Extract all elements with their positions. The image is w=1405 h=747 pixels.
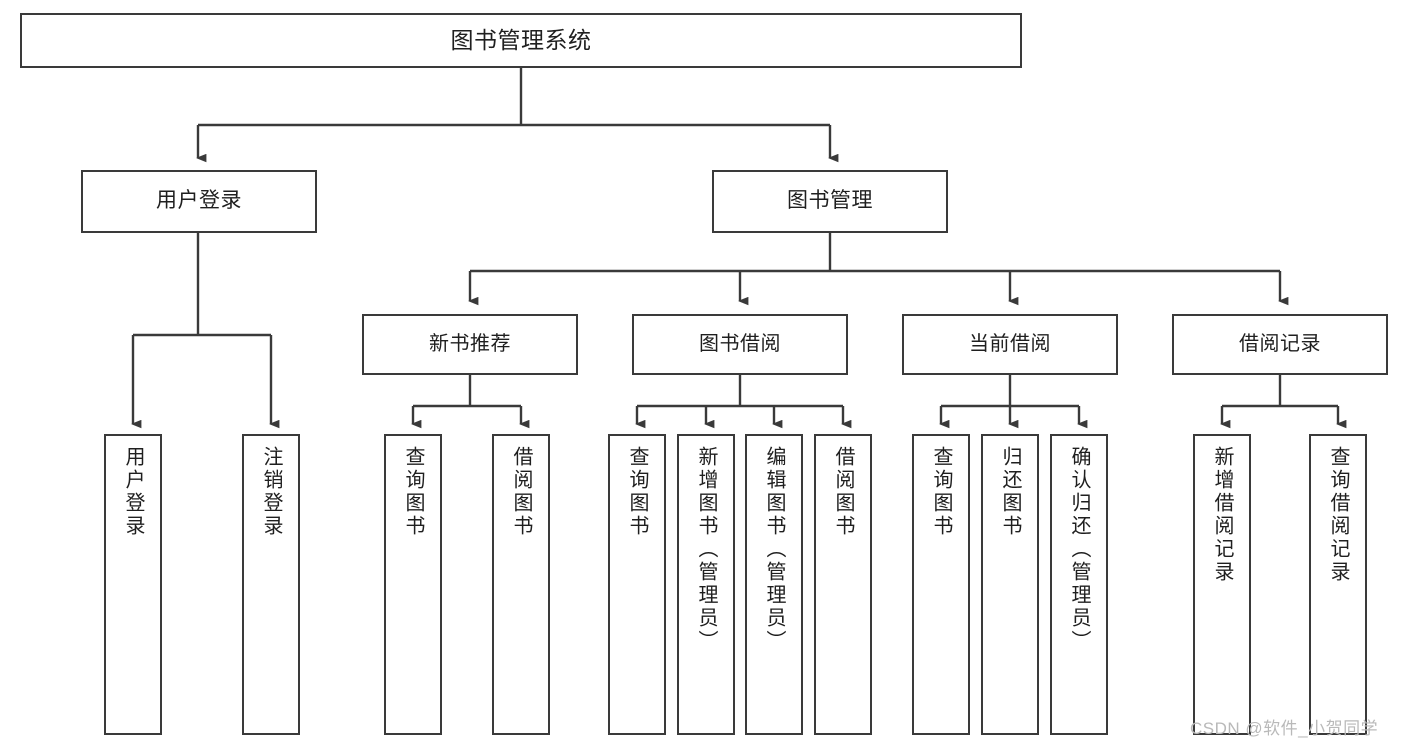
leaf-query-book-borrow[interactable]: 查询图书 xyxy=(608,434,666,735)
leaf-query-book-recommend-label: 查询图书 xyxy=(402,446,424,538)
leaf-borrow-book-recommend[interactable]: 借阅图书 xyxy=(492,434,550,735)
node-book-borrow[interactable]: 图书借阅 xyxy=(632,314,848,375)
leaf-borrow-book-label: 借阅图书 xyxy=(832,446,854,538)
leaf-add-borrow-record-label: 新增借阅记录 xyxy=(1211,446,1233,584)
leaf-query-book-current-label: 查询图书 xyxy=(930,446,952,538)
node-borrow-record[interactable]: 借阅记录 xyxy=(1172,314,1388,375)
watermark: CSDN @软件_小贺同学 xyxy=(1190,719,1379,738)
leaf-confirm-return-admin[interactable]: 确认归还（管理员） xyxy=(1050,434,1108,735)
leaf-return-book-label: 归还图书 xyxy=(999,446,1021,538)
node-book-management[interactable]: 图书管理 xyxy=(712,170,948,233)
node-user-login[interactable]: 用户登录 xyxy=(81,170,317,233)
leaf-query-book-recommend[interactable]: 查询图书 xyxy=(384,434,442,735)
leaf-query-borrow-record[interactable]: 查询借阅记录 xyxy=(1309,434,1367,735)
leaf-return-book[interactable]: 归还图书 xyxy=(981,434,1039,735)
node-user-login-label: 用户登录 xyxy=(156,189,242,213)
leaf-query-borrow-record-label: 查询借阅记录 xyxy=(1327,446,1349,584)
leaf-logout-label: 注销登录 xyxy=(260,446,282,538)
node-root[interactable]: 图书管理系统 xyxy=(20,13,1022,68)
leaf-query-book-current[interactable]: 查询图书 xyxy=(912,434,970,735)
leaf-edit-book-admin-label: 编辑图书（管理员） xyxy=(763,446,785,653)
leaf-add-borrow-record[interactable]: 新增借阅记录 xyxy=(1193,434,1251,735)
leaf-user-login[interactable]: 用户登录 xyxy=(104,434,162,735)
leaf-add-book-admin[interactable]: 新增图书（管理员） xyxy=(677,434,735,735)
leaf-user-login-label: 用户登录 xyxy=(122,446,144,538)
node-book-management-label: 图书管理 xyxy=(787,189,873,213)
leaf-confirm-return-admin-label: 确认归还（管理员） xyxy=(1068,446,1090,653)
leaf-borrow-book-recommend-label: 借阅图书 xyxy=(510,446,532,538)
leaf-logout[interactable]: 注销登录 xyxy=(242,434,300,735)
node-borrow-record-label: 借阅记录 xyxy=(1239,332,1321,355)
leaf-edit-book-admin[interactable]: 编辑图书（管理员） xyxy=(745,434,803,735)
node-current-borrow-label: 当前借阅 xyxy=(969,332,1051,355)
leaf-query-book-borrow-label: 查询图书 xyxy=(626,446,648,538)
node-book-borrow-label: 图书借阅 xyxy=(699,332,781,355)
node-root-label: 图书管理系统 xyxy=(450,26,592,53)
node-new-book-recommend[interactable]: 新书推荐 xyxy=(362,314,578,375)
leaf-borrow-book[interactable]: 借阅图书 xyxy=(814,434,872,735)
leaf-add-book-admin-label: 新增图书（管理员） xyxy=(695,446,717,653)
node-current-borrow[interactable]: 当前借阅 xyxy=(902,314,1118,375)
node-new-book-recommend-label: 新书推荐 xyxy=(429,332,511,355)
